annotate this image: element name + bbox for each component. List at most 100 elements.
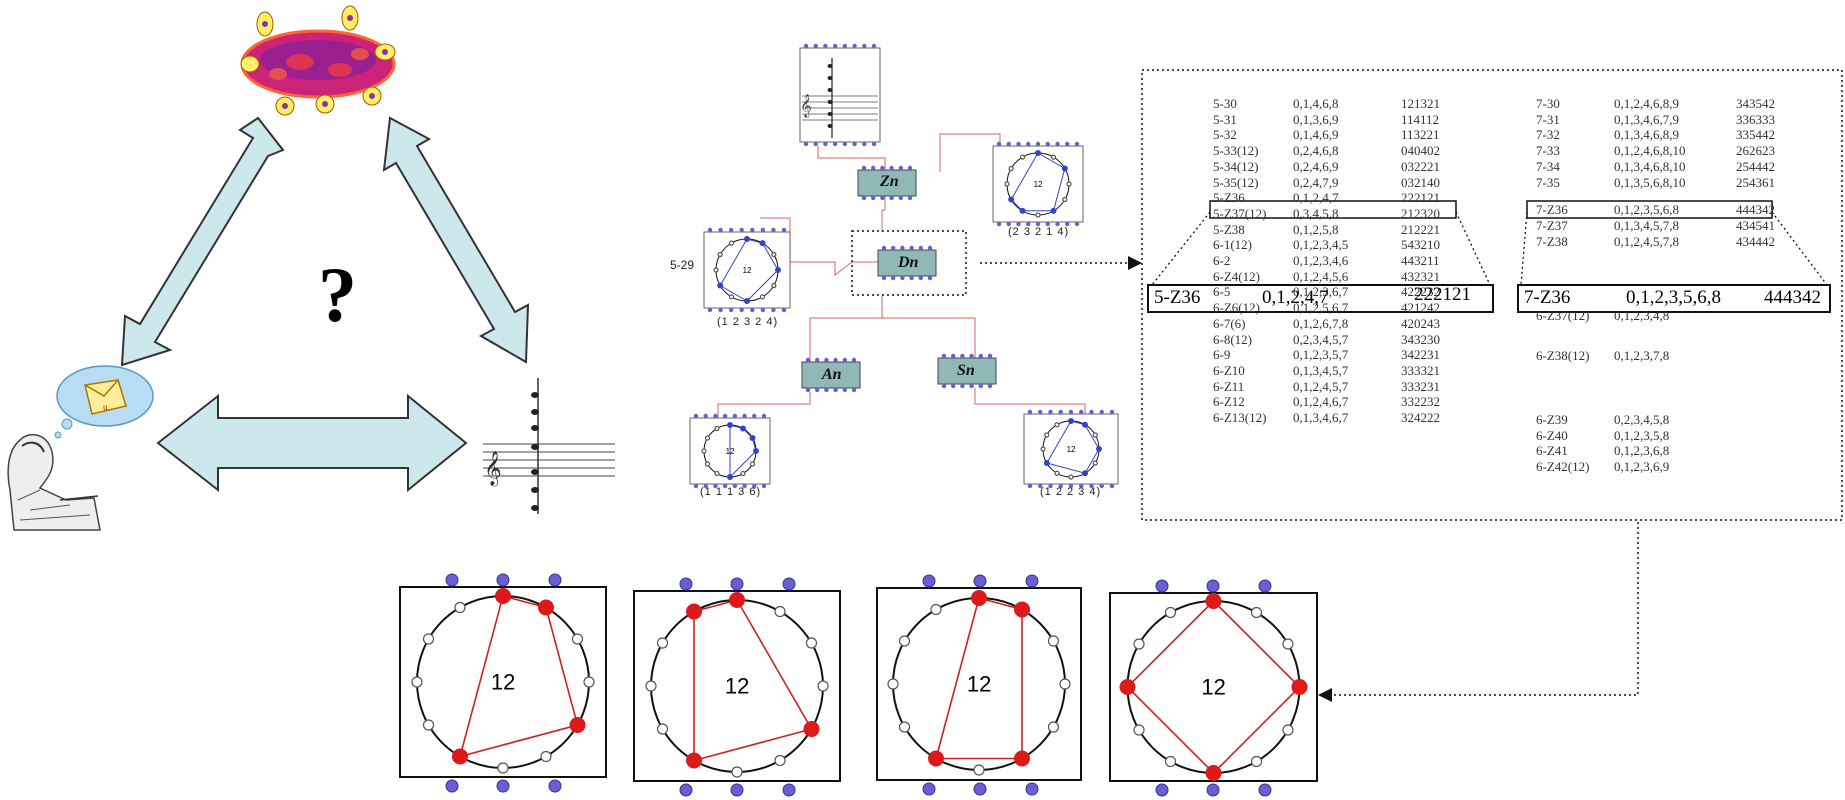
zoom-left-pcs: 0,1,2,4,7 [1262, 287, 1329, 308]
pitch-dot-filled [686, 752, 702, 769]
pitch-dot-filled [1008, 196, 1015, 203]
port-dot [732, 413, 738, 419]
port-dot [1016, 221, 1021, 227]
pitch-dot-empty [422, 719, 435, 731]
port-dot [713, 483, 718, 489]
selected-module-box [851, 230, 967, 296]
pitch-dot-filled [538, 599, 554, 616]
module-an: An [822, 366, 842, 383]
pitch-dot-empty [701, 448, 707, 454]
composer-icon: u [7, 365, 154, 531]
table-left-cell: 121321 [1401, 96, 1440, 111]
pitch-dot-filled [727, 474, 733, 480]
port-dot [1045, 221, 1050, 227]
table-right-cell: 343542 [1736, 96, 1775, 111]
port-dot [1038, 409, 1043, 415]
port-dot [973, 574, 987, 588]
table-left-cell: 421242 [1401, 300, 1440, 316]
clock-number: 12 [491, 670, 515, 695]
port-dot [1006, 141, 1011, 147]
pitch-dot-empty [713, 267, 719, 273]
port-dot [679, 783, 693, 797]
table-right-cell: 7-35 [1536, 174, 1560, 190]
table-left-cell: 0,1,2,4,5,7 [1293, 378, 1349, 394]
port-dot [842, 43, 848, 49]
pitch-dot-empty [774, 754, 786, 767]
table-left-cell: 6-Z4(12) [1213, 268, 1260, 284]
pitch-dot-empty [740, 470, 746, 477]
table-left-cell: 032221 [1401, 158, 1440, 174]
pitch-dot-empty [1044, 432, 1050, 438]
port-dot [713, 413, 718, 419]
table-left-cell: 5-33(12) [1213, 143, 1259, 159]
table-right-cell: 0,1,2,3,4,8 [1614, 308, 1670, 323]
pitch-dot-filled [569, 717, 586, 733]
table-left-cell: 040402 [1401, 143, 1440, 159]
port-dot [1035, 141, 1041, 147]
pitch-dot-filled [1082, 470, 1088, 477]
table-right-cell: 434442 [1736, 233, 1775, 249]
pitch-dot-empty [1019, 154, 1026, 160]
port-dot [750, 227, 755, 233]
table-frame [1141, 69, 1843, 521]
port-dot [1079, 409, 1084, 415]
left-upper-double-arrow [120, 116, 285, 367]
patch-cord [817, 146, 886, 170]
clock-number: 12 [726, 447, 735, 456]
port-dot [752, 483, 757, 489]
table-right-cell: 6-Z42(12) [1536, 459, 1590, 475]
table-left-cell: 0,1,4,6,8 [1293, 96, 1339, 111]
pitch-dot-empty [728, 240, 735, 246]
pitch-dot-empty [930, 603, 942, 616]
port-dot [730, 577, 744, 591]
pitch-dot-filled [928, 750, 944, 767]
pitch-dot-empty [805, 637, 818, 649]
table-left-cell: 212221 [1401, 221, 1440, 237]
pitch-dot-filled [1119, 679, 1136, 695]
pitch-dot-empty [1250, 606, 1263, 619]
port-dot [548, 779, 562, 793]
port-dot [1155, 579, 1169, 593]
zoom-right-name: 7-Z36 [1524, 287, 1571, 308]
patch-cord [881, 196, 886, 232]
pitch-dot-filled [1050, 207, 1057, 214]
patch-box: 12 [1023, 409, 1119, 489]
table-left-cell: 222121 [1401, 190, 1440, 206]
table-left-cell: 0,1,3,4,6,7 [1293, 410, 1349, 425]
port-dot [1045, 141, 1050, 147]
port-dot [1048, 409, 1053, 415]
pitch-dot-empty [717, 251, 723, 258]
port-dot [782, 783, 796, 797]
clock-diagram: 12 [399, 573, 607, 793]
port-dot [548, 573, 562, 587]
table-left-cell: 0,1,2,4,5,6 [1293, 268, 1349, 284]
pitch-dot-empty [497, 762, 509, 774]
module-sn: Sn [957, 362, 975, 379]
pitch-dot-filled [1014, 750, 1030, 767]
port-dot [852, 141, 857, 147]
table-left-cell: 0,2,4,7,9 [1293, 174, 1339, 190]
pitch-dot-filled [749, 435, 756, 441]
table-right-cell: 0,2,3,4,5,8 [1614, 412, 1670, 427]
table-left-cell: 422232 [1401, 284, 1440, 300]
pitch-dot-empty [771, 282, 777, 289]
pitch-dot-empty [1047, 635, 1060, 647]
table-right-cell: 6-Z38(12) [1536, 348, 1590, 363]
table-right-cell: 7-Z37 [1536, 218, 1568, 233]
table-left-cell: 113221 [1401, 127, 1440, 143]
patch-cord [882, 317, 976, 360]
pitch-dot-empty [817, 680, 829, 692]
right-upper-double-arrow [382, 116, 530, 364]
table-right-cell: 262623 [1736, 143, 1775, 159]
pitch-dot-empty [1008, 165, 1014, 172]
port-dot [742, 483, 747, 489]
zoom-right-pcs: 0,1,2,3,5,6,8 [1626, 287, 1721, 308]
port-dot [1109, 483, 1115, 489]
port-dot [718, 227, 723, 233]
port-dot [728, 227, 734, 233]
pitch-dot-empty [1164, 755, 1177, 768]
bottom-double-arrow [156, 393, 468, 493]
table-left-cell: 0,2,4,6,9 [1293, 158, 1339, 174]
table-right-cell: 0,1,2,3,6,8 [1614, 443, 1670, 459]
